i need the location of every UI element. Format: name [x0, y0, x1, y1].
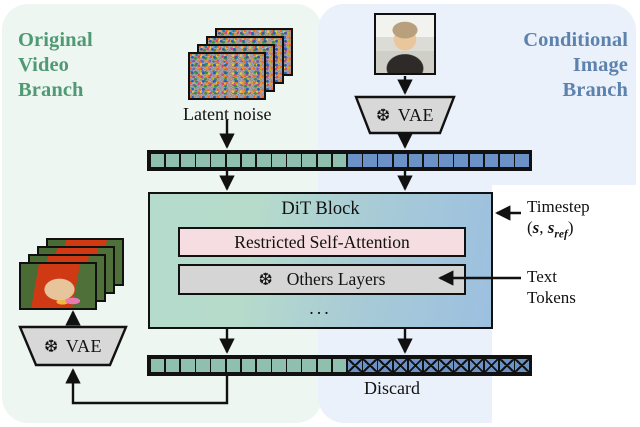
image-token [439, 153, 453, 167]
video-token [211, 358, 225, 372]
discarded-token [378, 358, 392, 372]
video-thumbnail [21, 264, 95, 308]
discarded-token [454, 358, 468, 372]
video-token [150, 358, 165, 372]
video-token [196, 358, 210, 372]
timestep-annotation: Timestep (s, sref) [527, 196, 590, 245]
text-tokens-label-line1: Text [527, 267, 557, 286]
latent-noise-label: Latent noise [183, 104, 272, 124]
video-token [287, 358, 301, 372]
video-token [180, 153, 195, 167]
video-token [226, 153, 241, 167]
text-tokens-label-line2: Tokens [527, 288, 576, 307]
video-token [241, 358, 256, 372]
video-token [211, 153, 225, 167]
discarded-token [408, 358, 423, 372]
video-token [302, 153, 317, 167]
video-token [332, 153, 347, 167]
snowflake-icon: ❆ [258, 270, 273, 289]
branch-title-line: Image [572, 54, 628, 76]
discarded-token [348, 358, 362, 372]
conditional-image [374, 13, 436, 75]
image-token [484, 153, 499, 167]
image-token [499, 153, 514, 167]
dit-block-title: DiT Block [281, 199, 360, 219]
vae-decoder-label-group: ❆ VAE [18, 325, 128, 367]
discarded-token [363, 358, 377, 372]
discarded-token [439, 358, 453, 372]
discarded-token [423, 358, 438, 372]
vae-encoder-label: VAE [397, 104, 434, 125]
vae-encoder: ❆ VAE [354, 95, 456, 135]
video-token [317, 153, 332, 167]
discard-label: Discard [364, 378, 420, 398]
vae-decoder-shape [18, 325, 128, 367]
discarded-token [484, 358, 499, 372]
input-token-strip [147, 150, 533, 171]
video-token [165, 153, 180, 167]
timestep-sref: s [547, 218, 555, 237]
conditional-image-branch-title: Conditional Image Branch [496, 28, 628, 103]
image-token [408, 153, 423, 167]
timestep-sref-subscript: ref [554, 228, 568, 241]
video-token [180, 358, 195, 372]
vae-encoder-shape [354, 95, 456, 135]
branch-title-line: Original [18, 29, 93, 51]
image-token [469, 153, 484, 167]
text-tokens-annotation: Text Tokens [527, 266, 576, 308]
others-layers[interactable]: ❆ Others Layers [178, 264, 466, 295]
dit-block[interactable]: DiT Block Restricted Self-Attention ❆ Ot… [148, 192, 493, 329]
video-token [150, 153, 165, 167]
snowflake-icon: ❆ [44, 336, 59, 356]
image-token [363, 153, 377, 167]
image-token [348, 153, 362, 167]
others-layers-label: Others Layers [286, 269, 386, 289]
video-token [332, 358, 347, 372]
discarded-token [393, 358, 408, 372]
video-token [272, 153, 286, 167]
image-token [378, 153, 392, 167]
timestep-comma: , [539, 218, 548, 237]
branch-title-line: Video [18, 54, 69, 76]
branch-title-line: Branch [18, 79, 84, 101]
discarded-token [499, 358, 514, 372]
image-token [454, 153, 468, 167]
image-token [423, 153, 438, 167]
restricted-self-attention-layer[interactable]: Restricted Self-Attention [178, 227, 466, 257]
video-token [256, 153, 271, 167]
vae-decoder: ❆ VAE [18, 325, 128, 367]
video-token [287, 153, 301, 167]
timestep-s: s [532, 218, 540, 237]
paren-close: ) [567, 218, 574, 237]
video-token [241, 153, 256, 167]
video-token [196, 153, 210, 167]
latent-noise-frame [188, 52, 266, 100]
video-token [272, 358, 286, 372]
original-video-branch-title: Original Video Branch [18, 28, 168, 103]
image-token [393, 153, 408, 167]
discarded-token [469, 358, 484, 372]
video-token [165, 358, 180, 372]
panel-corner-mask [492, 185, 640, 427]
vae-encoder-label-group: ❆ VAE [354, 95, 456, 135]
video-token [226, 358, 241, 372]
timestep-value: (s, sref) [527, 217, 590, 245]
portrait-thumbnail [376, 15, 434, 73]
output-token-strip [147, 355, 533, 376]
branch-title-line: Conditional [523, 29, 628, 51]
discarded-token [515, 358, 529, 372]
paren-open: ( [527, 218, 533, 237]
restricted-self-attention-label: Restricted Self-Attention [234, 231, 410, 252]
branch-title-line: Branch [562, 79, 628, 101]
video-token [317, 358, 332, 372]
dit-ellipsis: ... [309, 298, 332, 318]
output-video-frame [19, 262, 97, 310]
snowflake-icon: ❆ [376, 105, 391, 125]
video-token [256, 358, 271, 372]
noise-texture [190, 54, 264, 98]
vae-decoder-label: VAE [65, 335, 102, 356]
timestep-label: Timestep [527, 197, 590, 216]
image-token [515, 153, 529, 167]
video-token [302, 358, 317, 372]
